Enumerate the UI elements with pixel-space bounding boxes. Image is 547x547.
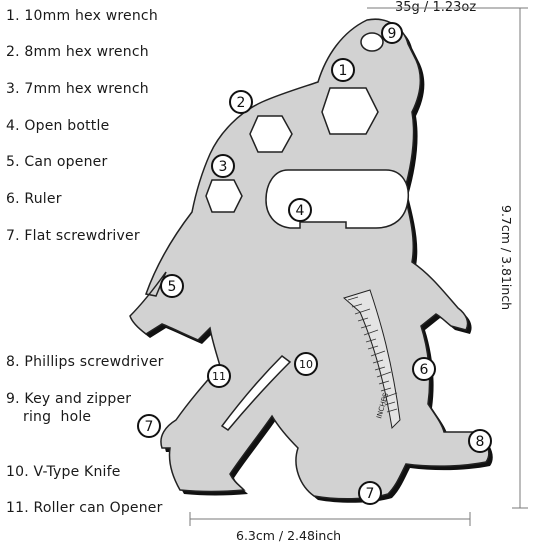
feature-item-11: 11. Roller can Opener	[6, 500, 163, 516]
feature-item-3: 3. 7mm hex wrench	[6, 81, 149, 97]
marker-3: 3	[211, 154, 235, 178]
svg-text:10: 10	[299, 358, 313, 371]
marker-9: 9	[381, 22, 403, 44]
marker-5: 5	[160, 274, 184, 298]
marker-4: 4	[288, 198, 312, 222]
svg-text:6: 6	[420, 362, 429, 378]
dimension-lines	[189, 7, 528, 526]
feature-item-1: 1. 10mm hex wrench	[6, 8, 158, 24]
marker-6: 6	[412, 357, 436, 381]
feature-item-9-cont: ring hole	[23, 409, 92, 425]
svg-text:9: 9	[388, 26, 397, 42]
knife-slot	[220, 355, 292, 431]
feature-item-9: 9. Key and zipper	[6, 391, 132, 407]
hex-wrench-10mm	[321, 87, 379, 135]
feature-item-6: 6. Ruler	[6, 191, 62, 207]
marker-2: 2	[229, 90, 253, 114]
svg-text:3: 3	[219, 159, 228, 175]
marker-7b: 7	[358, 481, 382, 505]
hex-wrench-7mm	[205, 179, 243, 213]
marker-11: 11	[207, 364, 231, 388]
marker-1: 1	[331, 58, 355, 82]
feature-item-5: 5. Can opener	[6, 154, 108, 170]
marker-8: 8	[468, 429, 492, 453]
tool-body	[129, 18, 490, 500]
feature-item-8: 8. Phillips screwdriver	[6, 354, 164, 370]
svg-text:4: 4	[296, 203, 305, 219]
svg-text:7: 7	[145, 419, 154, 435]
width-label: 6.3cm / 2.48inch	[236, 528, 342, 543]
svg-text:11: 11	[212, 370, 226, 383]
feature-item-10: 10. V-Type Knife	[6, 464, 121, 480]
number-markers: 9 1 2 3 4 5 6 10 11 7 8 7	[137, 22, 492, 505]
key-ring-hole	[360, 32, 384, 52]
feature-item-2: 2. 8mm hex wrench	[6, 44, 149, 60]
bottle-opener-slot	[265, 169, 410, 229]
svg-text:7: 7	[366, 486, 375, 502]
svg-text:8: 8	[476, 434, 485, 450]
feature-item-4: 4. Open bottle	[6, 118, 110, 134]
marker-7a: 7	[137, 414, 161, 438]
svg-text:2: 2	[237, 95, 246, 111]
feature-item-7: 7. Flat screwdriver	[6, 228, 140, 244]
svg-text:1: 1	[339, 63, 348, 79]
svg-text:5: 5	[168, 279, 177, 295]
marker-10: 10	[294, 352, 318, 376]
hex-wrench-8mm	[249, 115, 293, 153]
